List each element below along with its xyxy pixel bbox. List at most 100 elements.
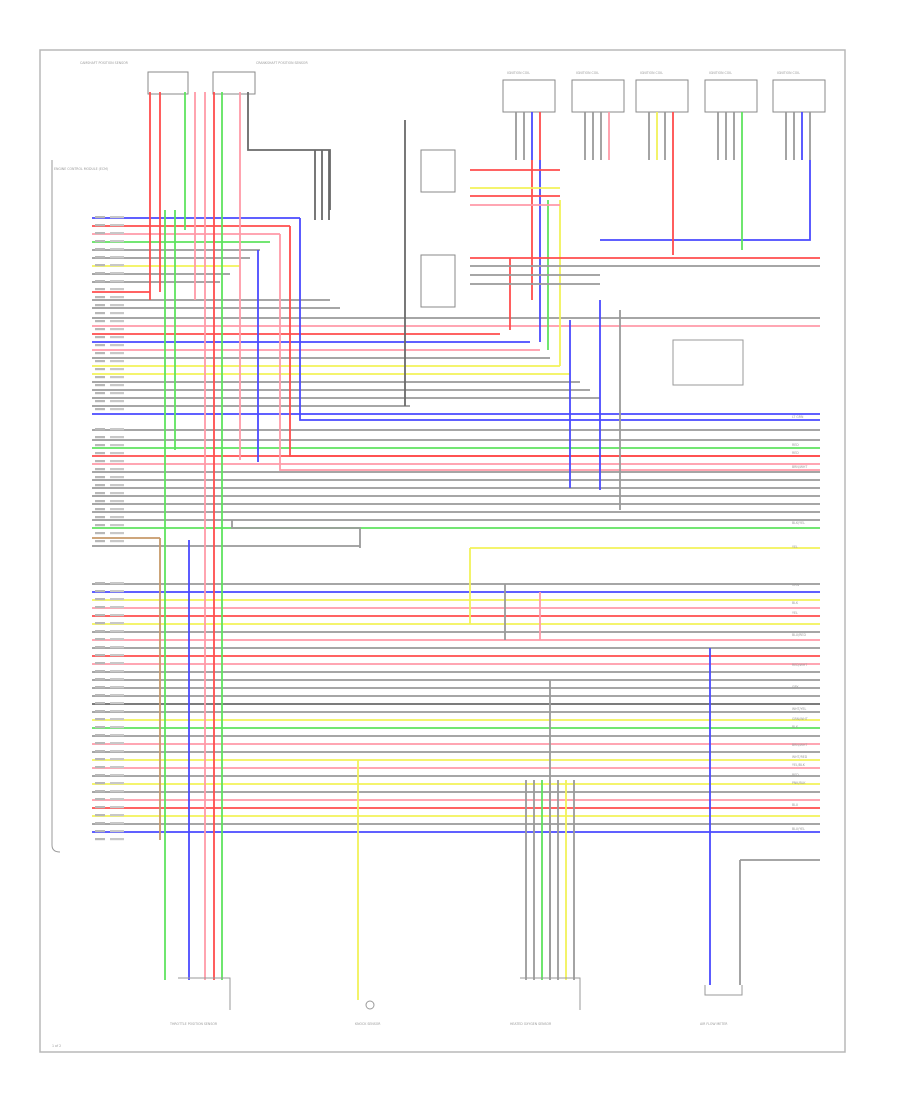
wire-color-label: BRN/WHT [792,465,807,469]
pin-number [95,582,105,585]
pin-wire-code [110,766,124,769]
pin-wire-code [110,638,124,641]
pin-number [95,670,105,673]
pin-wire-code [110,758,124,761]
pin-number [95,336,105,339]
pin-number [95,750,105,753]
svg-text:AIR FLOW METER: AIR FLOW METER [700,1022,728,1026]
pin-wire-code [110,822,124,825]
throttle-position-sensor: THROTTLE POSITION SENSOR [169,977,231,1026]
pin-number [95,232,105,235]
pin-wire-code [110,304,124,307]
pin-wire-code [110,328,124,331]
wire-group [92,92,820,1000]
pin-wire-code [110,694,124,697]
svg-text:IGNITION COIL: IGNITION COIL [507,71,530,75]
pin-wire-code [110,734,124,737]
pin-wire-code [110,280,124,283]
pin-number [95,352,105,355]
wire-color-label: YEL [792,545,798,549]
pin-wire-code [110,476,124,479]
pin-number [95,288,105,291]
pin-wire-code [110,264,124,267]
pin-number [95,296,105,299]
pin-wire-code [110,392,124,395]
pin-wire-code [110,408,124,411]
pin-number [95,452,105,455]
pin-number [95,468,105,471]
pin-wire-code [110,240,124,243]
pin-wire-code [110,702,124,705]
pin-wire-code [110,838,124,841]
pin-number [95,734,105,737]
wire [600,160,811,241]
pin-wire-code [110,662,124,665]
pin-number [95,630,105,633]
svg-text:IGNITION COIL: IGNITION COIL [576,71,599,75]
ignition-coil [704,79,758,113]
ignition-coil [502,79,556,113]
pin-wire-code [110,428,124,431]
pin-wire-code [110,670,124,673]
wire-color-label: RED [792,443,799,447]
pin-wire-code [110,646,124,649]
pin-number [95,726,105,729]
pin-number [95,216,105,219]
pin-wire-code [110,798,124,801]
wire [279,234,820,471]
pin-wire-code [110,790,124,793]
pin-number [95,484,105,487]
pin-number [95,694,105,697]
pin-number [95,368,105,371]
pin-wire-code [110,710,124,713]
pin-number [95,384,105,387]
pin-number [95,392,105,395]
pin-number [95,320,105,323]
pin-number [95,662,105,665]
knock-sensor: KNOCK SENSOR [355,1000,381,1026]
pin-number [95,806,105,809]
wire [314,150,330,220]
svg-text:IGNITION COIL: IGNITION COIL [777,71,800,75]
pin-number [95,428,105,431]
wire-color-label: BLU/YEL [792,827,805,831]
pin-number [95,312,105,315]
pin-wire-code [110,352,124,355]
wire-color-label: BLK [792,725,799,729]
pin-wire-code [110,500,124,503]
right-edge-labels: LT GRNREDREDBRN/WHTBLK/YELYELGRNBLKYELBL… [792,415,808,831]
pin-wire-code [110,492,124,495]
pin-number [95,774,105,777]
pin-number [95,240,105,243]
wire-color-label: PNK/BLK [792,781,806,785]
pin-wire-code [110,216,124,219]
pin-wire-code [110,460,124,463]
pin-wire-code [110,400,124,403]
wire-color-label: YEL/BLK [792,763,806,767]
pin-number [95,598,105,601]
pin-number [95,638,105,641]
pin-number [95,758,105,761]
pin-number [95,500,105,503]
pin-number [95,614,105,617]
relay-box [420,149,456,193]
pin-wire-code [110,614,124,617]
pin-number [95,710,105,713]
pin-number [95,400,105,403]
pin-number [95,782,105,785]
pin-wire-code [110,384,124,387]
ignition-coil [635,79,689,113]
pin-wire-code [110,484,124,487]
pin-number [95,790,105,793]
svg-text:CRANKSHAFT POSITION SENSOR: CRANKSHAFT POSITION SENSOR [256,61,308,65]
pin-number [95,814,105,817]
svg-text:CAMSHAFT POSITION SENSOR: CAMSHAFT POSITION SENSOR [80,61,129,65]
pin-wire-code [110,726,124,729]
svg-text:THROTTLE POSITION SENSOR: THROTTLE POSITION SENSOR [169,1022,218,1026]
pin-number [95,524,105,527]
pin-wire-code [110,436,124,439]
pin-wire-code [110,296,124,299]
diagram-frame [39,49,846,1053]
pin-wire-code [110,598,124,601]
